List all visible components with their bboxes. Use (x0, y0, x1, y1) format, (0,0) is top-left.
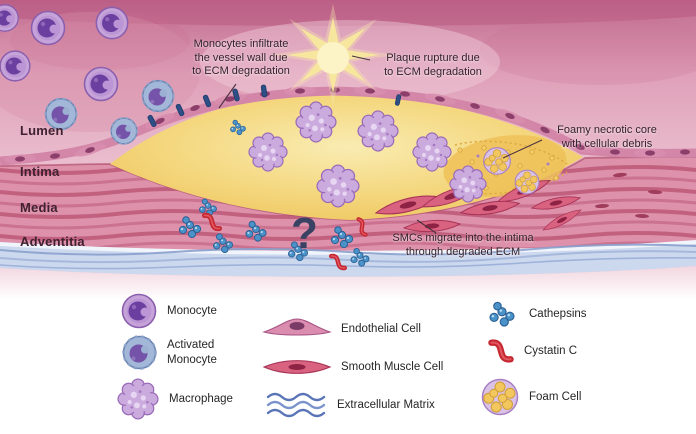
annotation-line: with cellular debris (561, 137, 653, 150)
layer-label-media: Media (20, 200, 58, 215)
annotation-line: to ECM degradation (192, 65, 290, 78)
annotation-line: Foamy necrotic core (557, 124, 657, 136)
legend-item-foam-cell: Foam Cell (480, 377, 581, 417)
extracellular-matrix-icon (266, 392, 326, 418)
cystatin-c-icon (487, 338, 515, 364)
legend-item-extracellular-matrix: Extracellular Matrix (264, 390, 435, 420)
legend-label: Foam Cell (529, 390, 582, 403)
legend-label: Cathepsins (529, 307, 587, 320)
activated-monocyte-icon (122, 335, 157, 370)
cathepsins-icon (489, 301, 515, 327)
legend-item-macrophage: Macrophage (116, 377, 233, 421)
legend-label: Smooth Muscle Cell (341, 360, 444, 373)
legend-label: Endothelial Cell (341, 322, 421, 335)
annotation-smc-migrate: SMCs migrate into the intima through deg… (374, 232, 552, 259)
annotation-line: Plaque rupture due (386, 52, 480, 64)
endothelial-cell-icon (263, 318, 331, 336)
foam-cell-icon (481, 378, 519, 416)
adventitia-layer (0, 240, 696, 300)
annotation-foamy-core: Foamy necrotic core with cellular debris (532, 124, 682, 151)
question-mark: ? (291, 209, 318, 258)
annotation-plaque-rupture: Plaque rupture due to ECM degradation (372, 52, 494, 79)
legend-item-activated-monocyte: Activated Monocyte (121, 334, 239, 371)
annotation-monocytes-infiltrate: Monocytes infiltrate the vessel wall due… (178, 38, 304, 79)
leader-lines (218, 55, 543, 234)
legend-item-cathepsins: Cathepsins (484, 301, 587, 327)
layer-label-lumen: Lumen (20, 123, 64, 138)
smooth-muscle-cell-icon (263, 360, 331, 374)
legend-label: Macrophage (169, 392, 233, 405)
macrophage-icon (117, 378, 159, 420)
annotation-line: to ECM degradation (384, 65, 482, 78)
annotation-line: the vessel wall due (194, 51, 288, 64)
legend-label: Activated Monocyte (167, 339, 217, 366)
annotation-line: through degraded ECM (405, 245, 521, 258)
legend-item-smooth-muscle-cell: Smooth Muscle Cell (262, 356, 443, 378)
layer-label-adventitia: Adventitia (20, 234, 85, 249)
legend-label: Extracellular Matrix (337, 398, 435, 411)
rupture-burst (270, 3, 396, 107)
vessel-illustration (0, 0, 696, 300)
legend-label: Monocyte (167, 304, 217, 317)
annotation-line: Monocytes infiltrate (193, 38, 289, 50)
annotation-line: SMCs migrate into the intima (392, 232, 534, 244)
legend-label: Cystatin C (524, 344, 578, 357)
layer-label-intima: Intima (20, 164, 60, 179)
legend-item-endothelial-cell: Endothelial Cell (262, 316, 421, 342)
legend-item-cystatin-c: Cystatin C (487, 338, 577, 364)
